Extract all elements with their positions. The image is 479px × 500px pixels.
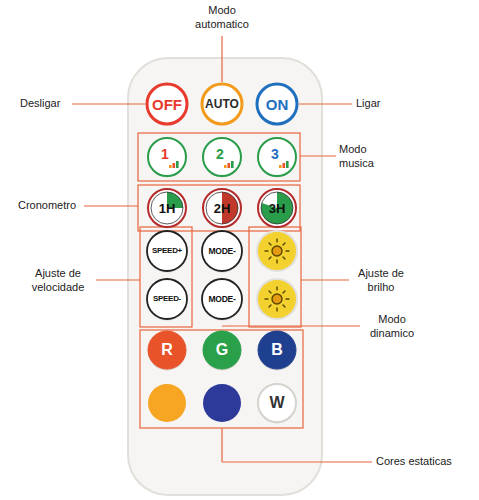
- button-label: OFF: [152, 97, 182, 112]
- button-face: [148, 331, 186, 369]
- callout-label: Cronometro: [18, 199, 88, 213]
- remote-button: R: [146, 329, 188, 371]
- button-face: [148, 138, 186, 176]
- remote-button: B: [256, 329, 298, 371]
- timer-dial: [261, 192, 293, 224]
- timer-dial: [151, 192, 183, 224]
- button-label: 2H: [214, 202, 231, 215]
- button-face: [202, 84, 242, 124]
- callout-label: Ligar: [356, 97, 416, 111]
- remote-button: 3: [256, 136, 298, 178]
- button-face: [258, 384, 296, 422]
- callout-label: Cores estaticas: [376, 455, 476, 469]
- button-label: G: [216, 342, 228, 358]
- button-label: SPEED-: [153, 295, 181, 303]
- callout-label: Ajuste de brilho: [350, 267, 412, 295]
- remote-button: 1H: [146, 187, 188, 229]
- remote-button: AUTO: [200, 82, 244, 126]
- button-label: 1H: [159, 202, 176, 215]
- remote-button: SPEED+: [145, 229, 189, 273]
- remote-button: 2H: [201, 187, 243, 229]
- button-face: [202, 279, 242, 319]
- remote-body: [128, 58, 322, 495]
- button-face: [258, 138, 296, 176]
- button-label: W: [269, 395, 284, 411]
- remote-button: G: [201, 329, 243, 371]
- music-bar: [231, 161, 234, 168]
- button-label: 3H: [269, 202, 286, 215]
- button-label: R: [161, 342, 173, 358]
- remote-button: OFF: [145, 82, 189, 126]
- button-face: [147, 231, 187, 271]
- music-bar: [228, 163, 231, 168]
- button-face: [148, 189, 186, 227]
- timer-dial: [206, 192, 238, 224]
- button-face: [258, 189, 296, 227]
- color-buttons: [148, 384, 241, 422]
- remote-button: MODE-: [200, 229, 244, 273]
- music-bar: [224, 165, 227, 168]
- remote-button: MODE-: [200, 277, 244, 321]
- button-face: [202, 231, 242, 271]
- callout-label: Modo musica: [339, 143, 394, 171]
- music-bar: [286, 161, 289, 168]
- button-face: [258, 331, 296, 369]
- button-label: AUTO: [205, 98, 239, 110]
- timer-wedge: [261, 192, 293, 224]
- music-bar: [279, 165, 282, 168]
- button-face: [147, 279, 187, 319]
- callout-label: Modo automatico: [182, 4, 262, 32]
- button-label: 1: [161, 147, 169, 161]
- button-face: [257, 84, 297, 124]
- callout-label: Desligar: [20, 97, 80, 111]
- remote-button: 1: [146, 136, 188, 178]
- remote-button: 3H: [256, 187, 298, 229]
- button-face: [203, 331, 241, 369]
- group-frames: [138, 133, 303, 428]
- button-face: [147, 84, 187, 124]
- leader-lines: [72, 36, 372, 462]
- music-bar: [169, 165, 172, 168]
- button-label: MODE-: [209, 247, 236, 256]
- button-label: MODE-: [209, 295, 236, 304]
- remote-button: ON: [255, 82, 299, 126]
- music-bar: [283, 163, 286, 168]
- button-label: 3: [271, 147, 279, 161]
- button-face: [203, 138, 241, 176]
- remote-button: W: [256, 382, 298, 424]
- brightness-buttons: [257, 231, 297, 319]
- music-bar: [173, 163, 176, 168]
- remote-button: SPEED-: [145, 277, 189, 321]
- music-bar: [176, 161, 179, 168]
- callout-label: Ajuste de velocidade: [22, 267, 94, 295]
- remote-button: 2: [201, 136, 243, 178]
- button-label: 2: [216, 147, 224, 161]
- button-label: B: [271, 342, 283, 358]
- button-label: ON: [266, 97, 289, 112]
- button-face: [203, 189, 241, 227]
- button-label: SPEED+: [152, 247, 182, 255]
- callout-label: Modo dinamico: [362, 313, 422, 341]
